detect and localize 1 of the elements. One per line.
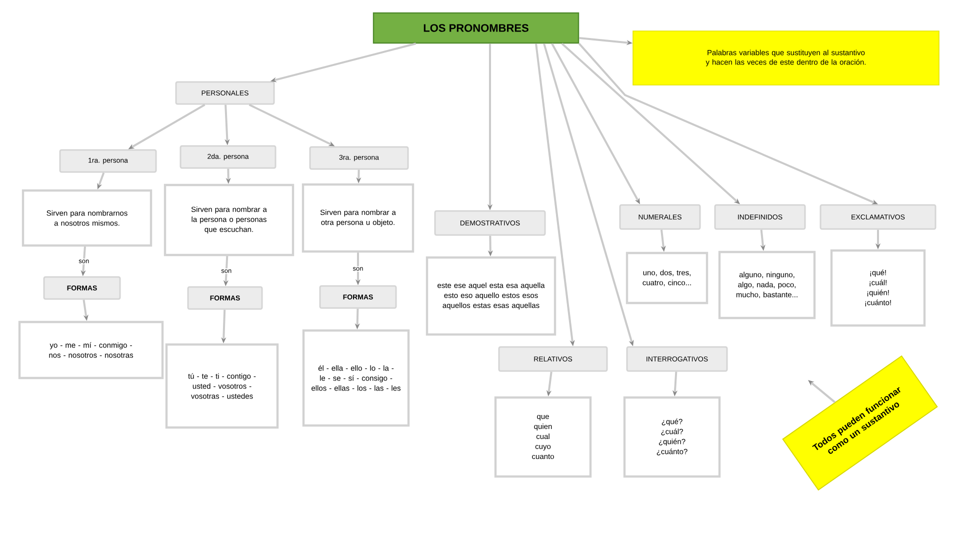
title-box: LOS PRONOMBRES (372, 12, 580, 44)
